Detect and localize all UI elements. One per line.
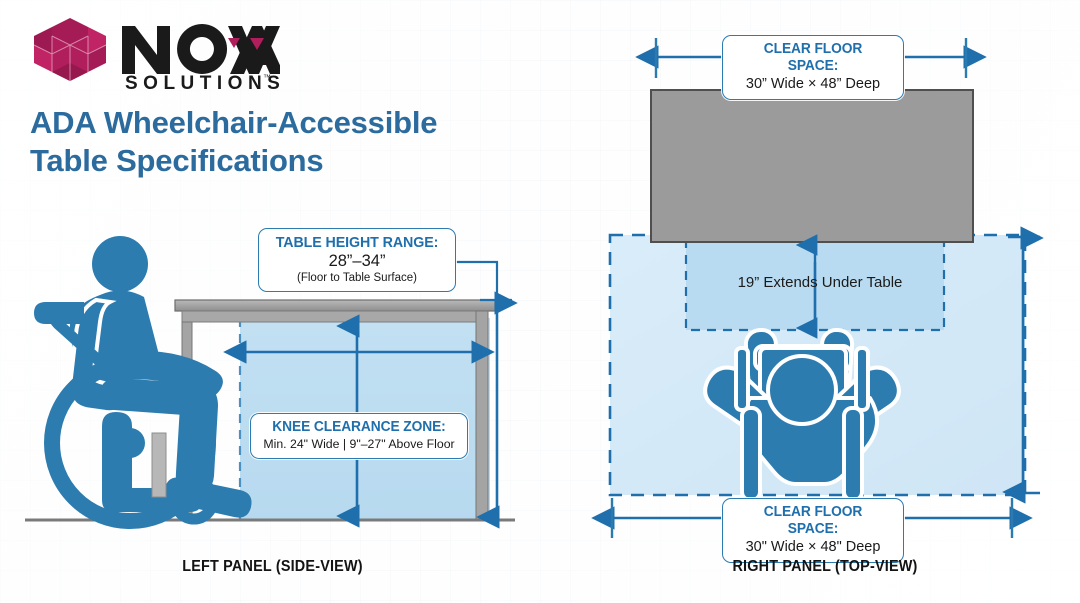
callout-cfs-bottom-value: 30" Wide × 48" Deep — [745, 539, 881, 555]
callout-clear-floor-space-bottom: CLEAR FLOOR SPACE: 30" Wide × 48" Deep — [722, 498, 904, 563]
wheelchair-user-top-view-figure — [703, 328, 901, 502]
nova-solutions-logo: SOLUTIONS ™ — [30, 16, 280, 94]
callout-cfs-bottom-heading: CLEAR FLOOR SPACE: — [763, 504, 863, 537]
callout-table-height-heading: TABLE HEIGHT RANGE: — [275, 234, 439, 251]
svg-text:™: ™ — [263, 73, 271, 82]
page-title-line1: ADA Wheelchair-Accessible — [30, 105, 438, 140]
logo-cross-mark — [33, 18, 107, 81]
logo-tagline: SOLUTIONS ™ — [125, 73, 280, 94]
wheelchair-user-side-view-figure — [34, 236, 252, 529]
table-top-view — [650, 89, 974, 243]
figure-head — [92, 236, 148, 292]
wheelchair-wheel-left — [740, 406, 762, 502]
page-title-line2: Table Specifications — [30, 142, 324, 178]
logo-v-accent — [250, 38, 264, 50]
callout-knee-clearance-zone: KNEE CLEARANCE ZONE: Min. 24" Wide | 9"–… — [250, 413, 468, 459]
callout-knee-value: Min. 24" Wide | 9"–27" Above Floor — [263, 437, 455, 451]
logo-svg: SOLUTIONS ™ — [33, 18, 280, 94]
logo-wordmark — [122, 24, 280, 74]
wheelchair-backrest-frame — [48, 305, 120, 381]
table-height-leader-line — [456, 260, 499, 296]
callout-clear-floor-space-top: CLEAR FLOOR SPACE: 30” Wide × 48” Deep — [722, 35, 904, 100]
under-table-extension-label: 19” Extends Under Table — [737, 274, 903, 291]
figure-head-top-view — [766, 354, 838, 426]
callout-cfs-top-value: 30” Wide × 48” Deep — [745, 76, 881, 92]
callout-table-height-value: 28”–34” — [328, 252, 386, 270]
left-panel-caption: LEFT PANEL (SIDE-VIEW) — [182, 558, 363, 575]
logo-a-accent — [228, 38, 240, 48]
callout-cfs-top-heading: CLEAR FLOOR SPACE: — [763, 41, 863, 74]
wheelchair-frame — [102, 412, 202, 512]
callout-knee-heading: KNEE CLEARANCE ZONE: — [272, 419, 446, 435]
svg-text:SOLUTIONS: SOLUTIONS — [125, 73, 280, 94]
right-panel-caption: RIGHT PANEL (TOP-VIEW) — [732, 558, 918, 575]
callout-table-height-range: TABLE HEIGHT RANGE: 28”–34” (Floor to Ta… — [258, 228, 456, 292]
page-title: ADA Wheelchair-Accessible Table Specific… — [30, 104, 550, 180]
wheelchair-armrest — [101, 350, 223, 398]
callout-table-height-note: (Floor to Table Surface) — [297, 272, 417, 284]
wheelchair-wheel-right — [842, 406, 864, 502]
wheelchair-frame-accent — [151, 432, 167, 498]
wheelchair-armrest-right — [854, 346, 870, 412]
wheelchair-armrest-left — [734, 346, 750, 412]
